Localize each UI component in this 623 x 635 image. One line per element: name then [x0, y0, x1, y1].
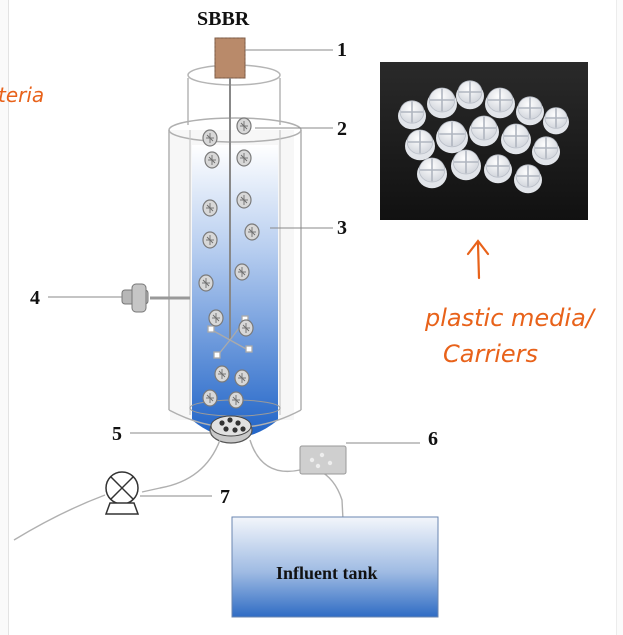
- plastic-carrier: [417, 157, 447, 189]
- carrier-icon: [236, 149, 252, 167]
- plastic-carrier: [485, 87, 515, 119]
- plastic-carrier: [427, 87, 457, 119]
- carrier-icon: [202, 199, 218, 217]
- carrier-icon: [214, 365, 230, 383]
- plastic-carrier: [469, 115, 499, 147]
- carrier-icon: [202, 389, 218, 407]
- plastic-carrier: [484, 154, 512, 184]
- label-2: 2: [337, 118, 347, 140]
- plastic-carrier: [516, 96, 544, 126]
- carrier-icon: [228, 391, 244, 409]
- plastic-carrier: [436, 120, 468, 154]
- plastic-carrier: [405, 129, 435, 161]
- carrier-icon: [234, 369, 250, 387]
- annotation-line-1: plastic media/: [424, 304, 597, 332]
- right-page-edge: [616, 0, 623, 635]
- partial-annotation-text: teria: [0, 83, 44, 107]
- carrier-icon: [238, 319, 254, 337]
- plastic-carrier: [532, 136, 560, 166]
- label-6: 6: [428, 428, 438, 450]
- carrier-icon: [202, 129, 218, 147]
- carrier-icon: [236, 117, 252, 135]
- influent-tank-label: Influent tank: [276, 563, 378, 583]
- plastic-carrier: [543, 107, 569, 135]
- left-page-edge: [0, 0, 9, 635]
- label-4: 4: [30, 287, 40, 309]
- carrier-icon: [234, 263, 250, 281]
- label-3: 3: [337, 217, 347, 239]
- stirrer-paddles: [207, 315, 253, 359]
- carrier-icon: [208, 309, 224, 327]
- carriers-in-reactor: [198, 117, 260, 409]
- carrier-icon: [202, 231, 218, 249]
- plastic-carrier: [501, 123, 531, 155]
- carrier-icon: [236, 191, 252, 209]
- label-7: 7: [220, 486, 230, 508]
- controller-box: [299, 445, 347, 475]
- diagram-title: SBBR: [197, 8, 250, 30]
- carrier-icon: [198, 274, 214, 292]
- carriers-photo: [380, 62, 588, 220]
- carrier-icon: [204, 151, 220, 169]
- air-diffuser: [209, 415, 253, 444]
- influent-tank: [231, 516, 439, 618]
- label-1: 1: [337, 39, 347, 61]
- reactor-column: [168, 64, 302, 438]
- label-5: 5: [112, 423, 122, 445]
- plastic-carrier: [456, 80, 484, 110]
- leader-lines: [48, 49, 420, 497]
- plastic-carrier: [451, 149, 481, 181]
- sampling-valve: [121, 283, 190, 313]
- plastic-carrier: [514, 164, 542, 194]
- annotation-line-2: Carriers: [443, 340, 538, 368]
- stirrer-motor: [214, 37, 246, 340]
- annotation-arrow: [466, 239, 490, 280]
- peristaltic-pump: [104, 471, 140, 515]
- carrier-icon: [244, 223, 260, 241]
- plastic-carrier: [398, 100, 426, 130]
